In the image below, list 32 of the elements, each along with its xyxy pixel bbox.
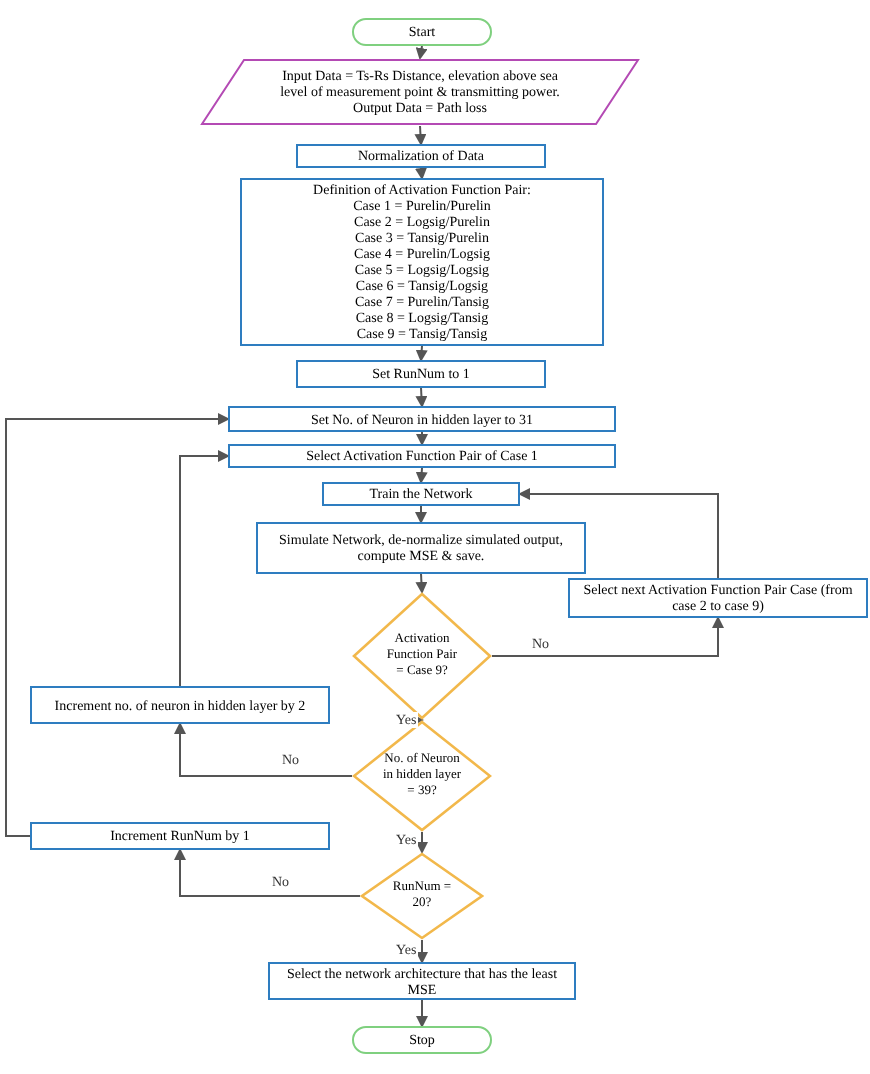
arrow bbox=[5, 413, 230, 837]
arrow bbox=[416, 999, 428, 1028]
process-box bbox=[322, 482, 520, 506]
arrow bbox=[415, 505, 427, 524]
arrow bbox=[416, 431, 428, 446]
process-box bbox=[256, 522, 586, 574]
arrow bbox=[179, 450, 230, 687]
arrow bbox=[415, 45, 428, 60]
arrow bbox=[415, 345, 428, 362]
decision-diamond bbox=[360, 852, 484, 940]
process-box bbox=[228, 444, 616, 468]
arrow bbox=[415, 167, 427, 180]
arrow bbox=[414, 125, 427, 146]
arrow bbox=[415, 387, 428, 408]
arrow bbox=[518, 488, 719, 579]
process-box bbox=[240, 178, 604, 346]
input-output-parallelogram bbox=[200, 58, 640, 126]
process-box bbox=[30, 822, 330, 850]
arrow bbox=[491, 616, 724, 657]
process-box bbox=[296, 144, 546, 168]
process-box bbox=[568, 578, 868, 618]
process-box bbox=[268, 962, 576, 1000]
arrow bbox=[418, 718, 424, 722]
process-box bbox=[228, 406, 616, 432]
arrow bbox=[174, 848, 361, 897]
process-box bbox=[296, 360, 546, 388]
process-box bbox=[30, 686, 330, 724]
arrow bbox=[415, 467, 428, 484]
arrow bbox=[416, 939, 428, 964]
arrow bbox=[415, 573, 428, 594]
arrow bbox=[174, 722, 353, 777]
arrow bbox=[416, 831, 428, 854]
